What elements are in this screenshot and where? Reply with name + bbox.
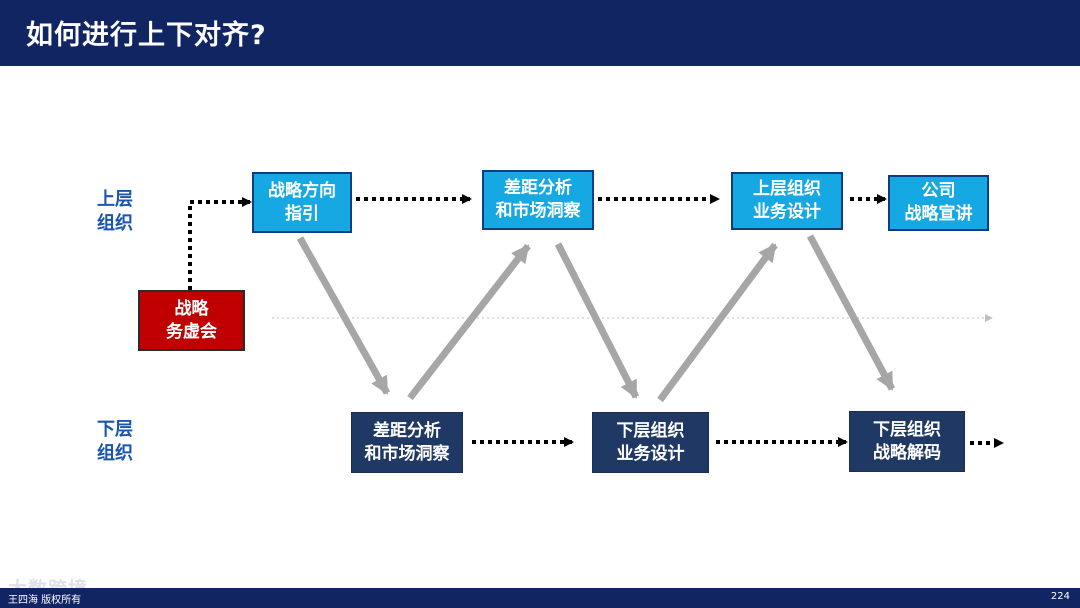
node-upper-gap-line1: 差距分析 [504, 178, 572, 198]
node-upper-direction: 战略方向 指引 [252, 172, 352, 233]
node-strategy-meeting: 战略 务虚会 [138, 290, 245, 351]
node-lower-decode-line1: 下层组织 [873, 419, 941, 440]
node-upper-gap-analysis: 差距分析 和市场洞察 [482, 170, 594, 230]
node-upper-publicize-line2: 战略宣讲 [904, 204, 973, 224]
zigzag-arrow-1 [296, 236, 391, 395]
node-strategy-meeting-line1: 战略 [174, 298, 209, 319]
node-upper-design-line1: 上层组织 [753, 179, 821, 199]
footer-copyright: 王四海 版权所有 [8, 595, 82, 606]
node-strategy-meeting-line2: 务虚会 [166, 321, 217, 342]
node-lower-gap-line2: 和市场洞察 [364, 443, 450, 464]
row-label-lower-line1: 下层 [97, 419, 133, 440]
row-label-upper: 上层 组织 [97, 188, 157, 236]
zigzag-arrow-5 [806, 234, 896, 391]
row-label-upper-line2: 组织 [97, 213, 133, 234]
node-upper-direction-line1: 战略方向 [268, 180, 336, 201]
page-number: 224 [1050, 591, 1070, 602]
node-lower-gap-line1: 差距分析 [373, 420, 441, 441]
node-lower-business-design: 下层组织 业务设计 [592, 412, 709, 473]
node-lower-decode-line2: 战略解码 [873, 442, 941, 463]
node-lower-decode: 下层组织 战略解码 [849, 411, 965, 472]
row-label-lower: 下层 组织 [97, 418, 157, 466]
page-title: 如何进行上下对齐? [26, 20, 267, 51]
row-label-upper-line1: 上层 [97, 189, 133, 210]
title-bar: 如何进行上下对齐? [0, 0, 1080, 66]
row-label-lower-line2: 组织 [97, 443, 133, 464]
flow-arrow-meeting-to-direction [188, 197, 252, 290]
zigzag-arrow-4 [657, 242, 778, 403]
node-upper-publicize-line1: 公司 [921, 181, 956, 201]
node-lower-design-line1: 下层组织 [616, 420, 685, 441]
node-upper-publicize: 公司 战略宣讲 [888, 175, 989, 231]
node-lower-design-line2: 业务设计 [616, 443, 685, 464]
node-upper-design-line2: 业务设计 [753, 202, 821, 222]
zigzag-arrow-3 [554, 242, 640, 399]
footer-bar: 王四海 版权所有 224 [0, 588, 1080, 608]
node-lower-gap-analysis: 差距分析 和市场洞察 [351, 412, 463, 473]
node-upper-direction-line2: 指引 [285, 203, 319, 224]
zigzag-arrow-2 [407, 243, 531, 401]
node-upper-business-design: 上层组织 业务设计 [731, 172, 843, 230]
node-upper-gap-line2: 和市场洞察 [495, 201, 581, 221]
